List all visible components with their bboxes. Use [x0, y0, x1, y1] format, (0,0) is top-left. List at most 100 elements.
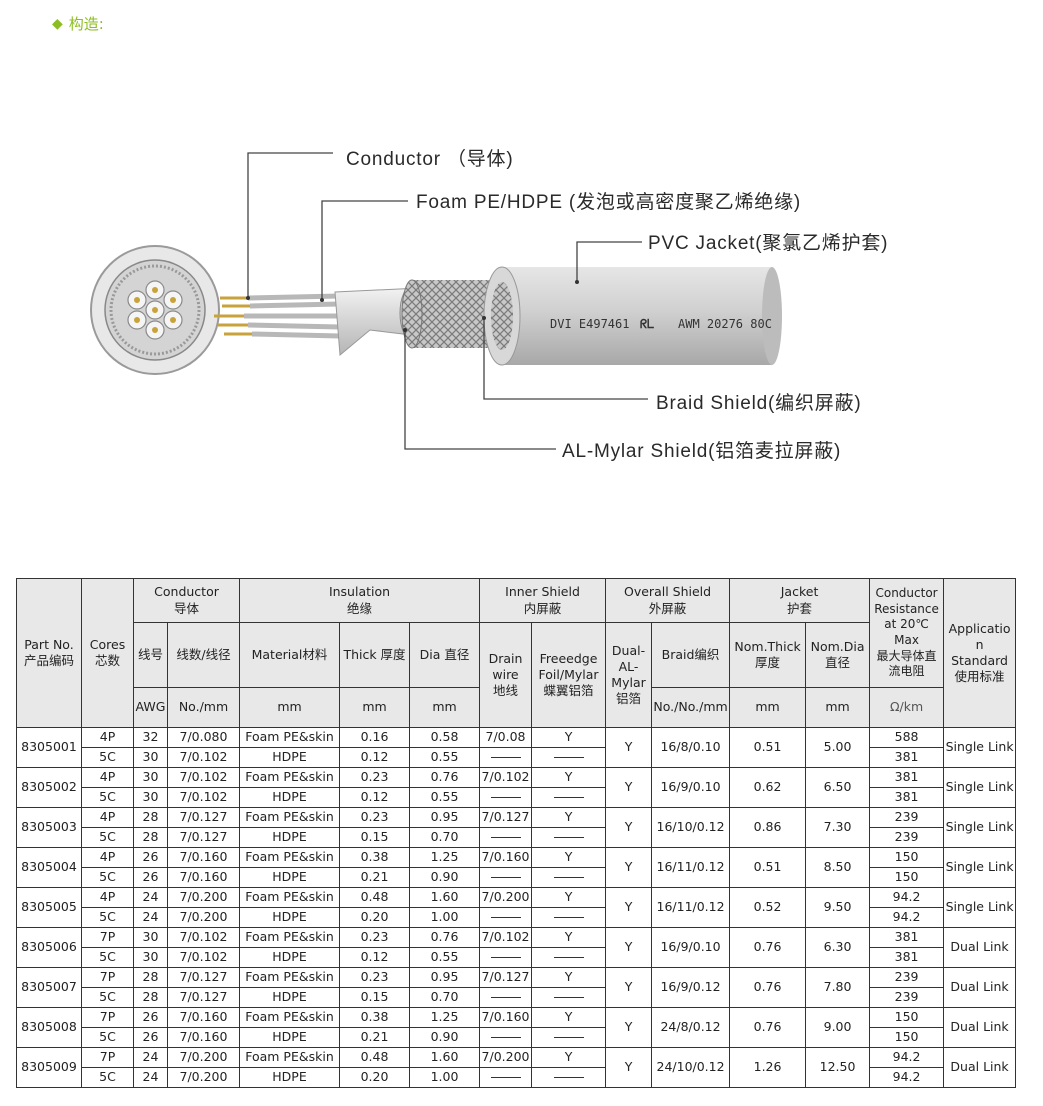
cell-strand: 7/0.102 [167, 927, 240, 948]
cell-dia: 0.70 [408, 987, 481, 1008]
cell-thick: 0.23 [339, 807, 410, 828]
cell-braid: 24/8/0.12 [651, 1007, 731, 1048]
cell-material: Foam PE&skin [239, 807, 340, 828]
cell-dia: 0.70 [408, 827, 481, 848]
cell-cores: 5C [81, 867, 134, 888]
cell-thick: 0.38 [339, 847, 410, 868]
cell-application: Single Link [943, 847, 1017, 888]
cell-nom-thick: 0.51 [729, 847, 807, 888]
cell-nom-dia: 7.80 [805, 967, 871, 1008]
cell-resistance: 150 [869, 1007, 945, 1028]
cell-awg: 26 [133, 867, 168, 888]
cell-resistance: 239 [869, 807, 945, 828]
th-jacket: Jacket 护套 [729, 578, 871, 623]
cell-drain-empty [479, 747, 533, 768]
dash-line [490, 797, 521, 799]
label-braid: Braid Shield(编织屏蔽) [656, 392, 862, 414]
cell-material: HDPE [239, 1027, 340, 1048]
cell-awg: 30 [133, 787, 168, 808]
cell-awg: 24 [133, 907, 168, 928]
cell-dual: Y [605, 807, 653, 848]
cell-nom-dia: 9.00 [805, 1007, 871, 1048]
dash-line [553, 957, 584, 959]
cell-thick: 0.16 [339, 727, 410, 748]
cell-foil-empty [531, 747, 607, 768]
cell-awg: 30 [133, 767, 168, 788]
cell-material: Foam PE&skin [239, 727, 340, 748]
cell-strand: 7/0.160 [167, 847, 240, 868]
cell-thick: 0.23 [339, 767, 410, 788]
cell-cores: 4P [81, 807, 134, 828]
th-unit-strand: No./mm [167, 687, 240, 728]
cell-nom-dia: 9.50 [805, 887, 871, 928]
cell-strand: 7/0.127 [167, 987, 240, 1008]
th-unit-ohm: Ω/km [869, 687, 945, 728]
cell-braid: 16/9/0.10 [651, 927, 731, 968]
cell-nom-dia: 6.30 [805, 927, 871, 968]
cell-foil: Y [531, 767, 607, 788]
cell-resistance: 239 [869, 987, 945, 1008]
th-dia: Dia 直径 [408, 622, 481, 688]
cell-dual: Y [605, 767, 653, 808]
dash-line [490, 1077, 521, 1079]
cell-cores: 5C [81, 827, 134, 848]
th-foil: Freeedge Foil/Mylar 蝶翼铝箔 [531, 622, 607, 728]
cell-nom-thick: 0.76 [729, 1007, 807, 1048]
cell-material: Foam PE&skin [239, 847, 340, 868]
cell-application: Dual Link [943, 1047, 1017, 1088]
cell-thick: 0.21 [339, 1027, 410, 1048]
label-jacket: PVC Jacket(聚氯乙烯护套) [648, 232, 888, 254]
dash-line [553, 797, 584, 799]
cell-braid: 16/9/0.12 [651, 967, 731, 1008]
cell-drain: 7/0.102 [479, 767, 533, 788]
cell-dual: Y [605, 847, 653, 888]
cell-material: HDPE [239, 747, 340, 768]
cell-material: Foam PE&skin [239, 967, 340, 988]
cell-drain-empty [479, 1027, 533, 1048]
th-gauge: 线号 [133, 622, 168, 688]
th-overall-shield: Overall Shield 外屏蔽 [605, 578, 731, 623]
cell-dual: Y [605, 887, 653, 928]
th-unit-material: mm [239, 687, 340, 728]
cell-drain: 7/0.102 [479, 927, 533, 948]
th-unit-dia: mm [408, 687, 481, 728]
cell-application: Dual Link [943, 927, 1017, 968]
cell-dia: 0.76 [408, 767, 481, 788]
cell-foil-empty [531, 987, 607, 1008]
cell-awg: 26 [133, 1007, 168, 1028]
cell-nom-dia: 5.00 [805, 727, 871, 768]
cell-foil-empty [531, 1067, 607, 1088]
jacket-layer-icon: DVI E497461 ᖇᒪ AWM 20276 80C [483, 266, 782, 366]
cell-thick: 0.20 [339, 1067, 410, 1088]
cell-material: HDPE [239, 947, 340, 968]
cell-braid: 16/10/0.12 [651, 807, 731, 848]
dash-line [490, 877, 521, 879]
cell-application: Single Link [943, 767, 1017, 808]
th-braid: Braid编织 [651, 622, 731, 688]
cell-dia: 1.60 [408, 1047, 481, 1068]
cell-thick: 0.48 [339, 1047, 410, 1068]
cell-braid: 24/10/0.12 [651, 1047, 731, 1088]
cell-dia: 1.60 [408, 887, 481, 908]
cell-braid: 16/9/0.10 [651, 767, 731, 808]
cell-resistance: 381 [869, 767, 945, 788]
cell-drain-empty [479, 1067, 533, 1088]
cell-thick: 0.15 [339, 987, 410, 1008]
cell-material: HDPE [239, 827, 340, 848]
th-unit-thick: mm [339, 687, 410, 728]
cell-drain: 7/0.127 [479, 807, 533, 828]
cell-application: Dual Link [943, 967, 1017, 1008]
cell-dia: 0.55 [408, 947, 481, 968]
dash-line [490, 757, 521, 759]
cell-thick: 0.12 [339, 787, 410, 808]
cell-cores: 4P [81, 767, 134, 788]
th-thick: Thick 厚度 [339, 622, 410, 688]
cell-awg: 30 [133, 947, 168, 968]
cell-material: HDPE [239, 987, 340, 1008]
